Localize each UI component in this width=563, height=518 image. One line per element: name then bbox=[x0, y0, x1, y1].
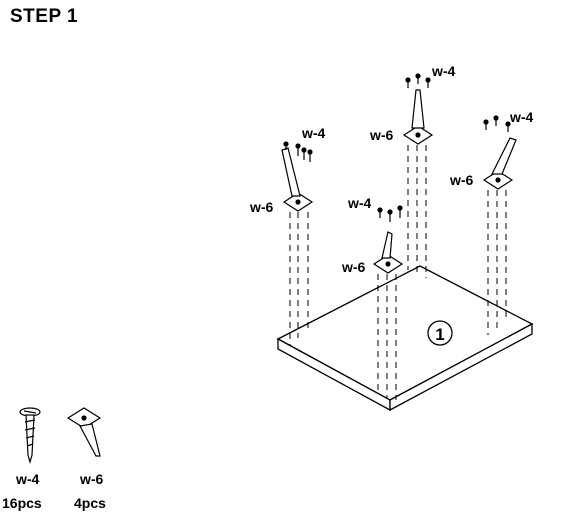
leg-icon bbox=[66, 407, 102, 457]
panel-number-badge: 1 bbox=[427, 320, 453, 346]
leg-assembly-front-left bbox=[281, 141, 314, 212]
alignment-guides bbox=[289, 145, 507, 400]
part-code-screw: w-4 bbox=[15, 471, 40, 487]
callout-w6-right: w-6 bbox=[449, 172, 474, 188]
callout-w4-left: w-4 bbox=[301, 125, 326, 141]
callout-labels: w-4 w-4 w-4 w-4 w-6 w-6 w-6 w-6 bbox=[249, 63, 534, 275]
callout-w6-front: w-6 bbox=[341, 259, 366, 275]
leg-assembly-right bbox=[482, 115, 517, 190]
leg-assembly-front bbox=[372, 205, 404, 274]
panel-board bbox=[276, 265, 534, 412]
part-code-leg: w-6 bbox=[79, 471, 104, 487]
part-qty-leg: 4pcs bbox=[74, 495, 106, 511]
part-qty-screw: 16pcs bbox=[2, 495, 42, 511]
step-title: STEP 1 bbox=[10, 6, 79, 27]
callout-w4-right: w-4 bbox=[509, 109, 534, 125]
callout-w4-top: w-4 bbox=[431, 63, 456, 79]
screw-icon bbox=[19, 407, 41, 465]
callout-w6-left: w-6 bbox=[249, 199, 274, 215]
callout-w4-front: w-4 bbox=[347, 195, 372, 211]
callout-w6-top: w-6 bbox=[369, 127, 394, 143]
parts-list: w-4 16pcs w-6 4pcs bbox=[2, 407, 106, 511]
panel-number: 1 bbox=[435, 325, 444, 344]
leg-assembly-back bbox=[402, 73, 434, 145]
